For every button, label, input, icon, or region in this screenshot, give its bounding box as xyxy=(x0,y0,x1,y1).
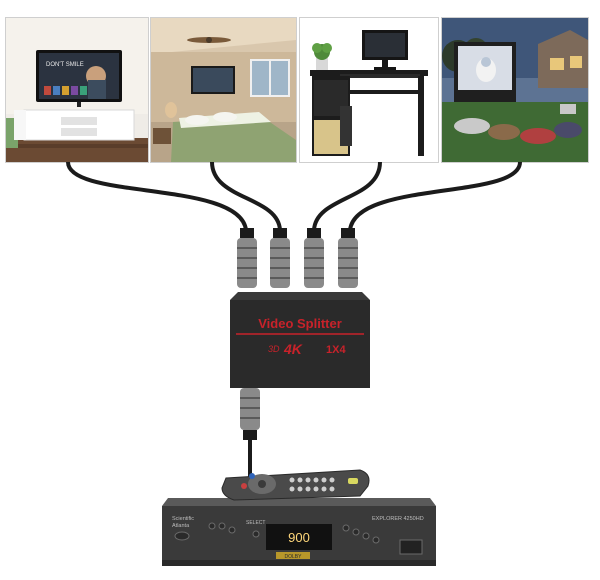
box-button-2[interactable] xyxy=(218,522,226,530)
hdmi-connector-3 xyxy=(304,228,324,288)
outdoor-theater-photo xyxy=(442,18,588,162)
hdmi-cable-output-2 xyxy=(210,161,282,231)
remote-key-5[interactable] xyxy=(321,477,327,483)
remote-key-1[interactable] xyxy=(289,477,295,483)
splitter-ports-label: 1X4 xyxy=(326,344,346,356)
usb-port xyxy=(399,539,423,555)
splitter-3d-badge: 3D xyxy=(268,344,280,354)
remote-red-button[interactable] xyxy=(241,483,247,489)
remote-key-9[interactable] xyxy=(305,486,311,492)
remote-key-2[interactable] xyxy=(297,477,303,483)
select-label: SELECT xyxy=(246,520,265,526)
box-model-label: EXPLORER 4250HD xyxy=(372,516,424,522)
remote-key-12[interactable] xyxy=(329,486,335,492)
power-button[interactable] xyxy=(174,531,190,541)
box-button-4[interactable] xyxy=(342,524,350,532)
box-button-7[interactable] xyxy=(372,536,380,544)
bedroom-photo xyxy=(151,18,296,162)
remote-blue-button[interactable] xyxy=(249,473,255,479)
tv-screen-title: DON'T SMILE xyxy=(46,62,84,68)
box-button-5[interactable] xyxy=(352,528,360,536)
hdmi-connector-1 xyxy=(237,228,257,288)
box-brand-line-1: Scientific xyxy=(172,516,194,522)
computer-desk-photo xyxy=(300,18,438,162)
remote-key-4[interactable] xyxy=(313,477,319,483)
splitter-title: Video Splitter xyxy=(258,316,342,331)
remote-control xyxy=(221,469,370,501)
hdmi-cable-output-1 xyxy=(66,161,248,231)
remote-key-3[interactable] xyxy=(305,477,311,483)
splitter-4k-badge: 4K xyxy=(283,341,303,357)
dolby-label: DOLBY xyxy=(285,554,303,560)
remote-yellow-button[interactable] xyxy=(348,478,358,484)
video-splitter-device: Video Splitter 3D 4K 1X4 xyxy=(230,292,370,388)
hdmi-connector-2 xyxy=(270,228,290,288)
remote-key-11[interactable] xyxy=(321,486,327,492)
box-button-1[interactable] xyxy=(208,522,216,530)
remote-key-6[interactable] xyxy=(329,477,335,483)
channel-display: 900 xyxy=(288,530,310,545)
hdmi-cable-output-4 xyxy=(348,161,522,231)
remote-ok-button[interactable] xyxy=(258,480,266,488)
set-top-box: Scientific Atlanta EXPLORER 4250HD SELEC… xyxy=(162,498,436,566)
box-button-6[interactable] xyxy=(362,532,370,540)
living-room-tv-photo: DON'T SMILE xyxy=(6,18,148,162)
hdmi-connector-4 xyxy=(338,228,358,288)
hdmi-connector-input xyxy=(240,388,260,440)
select-button[interactable] xyxy=(252,530,260,538)
hdmi-cable-output-3 xyxy=(312,161,382,231)
remote-key-7[interactable] xyxy=(289,486,295,492)
remote-key-8[interactable] xyxy=(297,486,303,492)
box-button-3[interactable] xyxy=(228,526,236,534)
remote-key-10[interactable] xyxy=(313,486,319,492)
box-brand-line-2: Atlanta xyxy=(172,523,190,529)
